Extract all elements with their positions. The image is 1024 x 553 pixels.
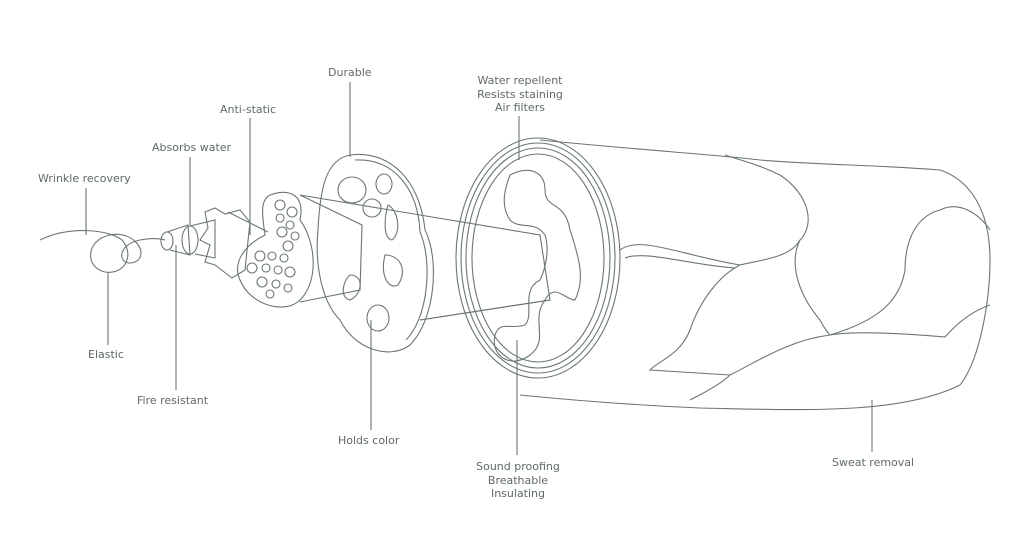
label-outer-properties: Water repellent Resists staining Air fil… [477,74,563,115]
label-insulating: Insulating [490,487,546,500]
label-holds-color: Holds color [338,434,400,447]
macrofibril-pores [337,173,403,332]
label-water-repellent: Water repellent [477,74,563,87]
label-breathable: Breathable [487,473,549,487]
bundle-dots [246,199,300,299]
fibril-bundle [237,191,314,308]
label-durable: Durable [328,66,372,79]
label-fire-resistant: Fire resistant [137,394,209,407]
label-sound-proofing: Sound proofing [476,460,560,473]
cuticle-scales [519,139,991,411]
elastic-curl [39,230,166,273]
fibril-tip [160,231,174,251]
label-sweat-removal: Sweat removal [832,456,915,469]
cell-wall-rings [455,137,621,379]
label-absorbs-water: Absorbs water [152,141,232,154]
label-elastic: Elastic [88,348,124,361]
macrofibril [316,153,434,353]
leader-lines [85,82,873,455]
cortex [493,170,581,362]
label-air-filters: Air filters [495,101,545,114]
label-inner-properties: Sound proofing Breathable Insulating [476,460,560,501]
microfibril [199,207,251,279]
label-resists-staining: Resists staining [477,87,563,101]
label-anti-static: Anti-static [220,103,277,116]
label-wrinkle-recovery: Wrinkle recovery [38,172,131,185]
